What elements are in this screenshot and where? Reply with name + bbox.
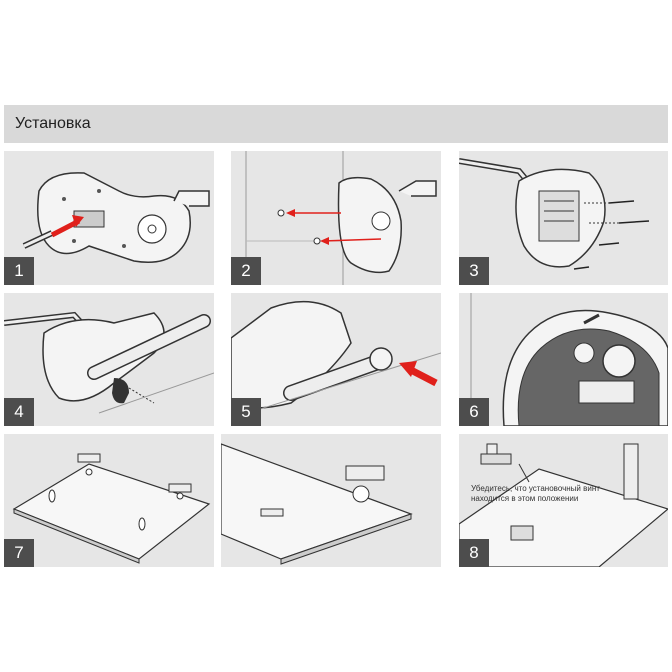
step-6-illustration bbox=[470, 293, 668, 426]
step-number: 4 bbox=[4, 398, 34, 426]
step-number: 1 bbox=[4, 257, 34, 285]
step-4-illustration bbox=[4, 311, 214, 414]
step-7-illustration-b bbox=[221, 443, 413, 565]
step-2-illustration bbox=[245, 151, 437, 285]
step-7-panel: 7 bbox=[4, 434, 214, 567]
step-6-panel: 6 bbox=[459, 293, 668, 426]
step-3-panel: 3 bbox=[459, 151, 668, 285]
step-number: 3 bbox=[459, 257, 489, 285]
step-number: 5 bbox=[231, 398, 261, 426]
setup-note: Убедитесь, что установочный винт находит… bbox=[471, 484, 600, 503]
step-7b-panel bbox=[221, 434, 441, 567]
step-5-panel: 5 bbox=[231, 293, 441, 426]
step-number: 2 bbox=[231, 257, 261, 285]
step-2-panel: 2 bbox=[231, 151, 441, 285]
section-header: Установка bbox=[4, 105, 668, 143]
step-number: 8 bbox=[459, 539, 489, 567]
step-number: 7 bbox=[4, 539, 34, 567]
step-number: 6 bbox=[459, 398, 489, 426]
step-7-illustration-a bbox=[12, 453, 211, 564]
step-8-panel: Убедитесь, что установочный винт находит… bbox=[459, 434, 668, 567]
step-4-panel: 4 bbox=[4, 293, 214, 426]
step-8-illustration bbox=[459, 443, 668, 567]
step-1-illustration bbox=[22, 172, 210, 263]
step-1-panel: 1 bbox=[4, 151, 214, 285]
step-5-illustration bbox=[231, 300, 441, 419]
step-3-illustration bbox=[459, 158, 650, 270]
section-title: Установка bbox=[15, 115, 91, 132]
